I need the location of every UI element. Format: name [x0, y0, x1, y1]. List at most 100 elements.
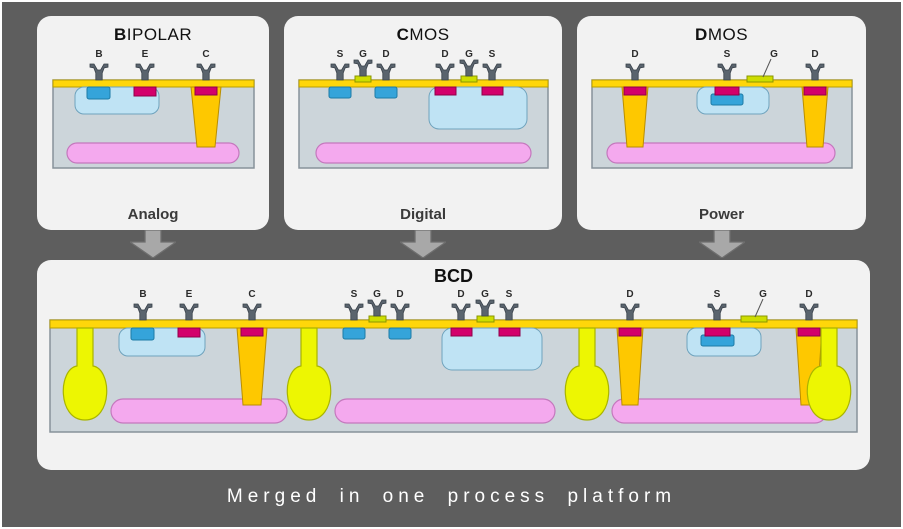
contact-icon [805, 63, 825, 81]
source-region [342, 327, 366, 340]
terminal-label: C [248, 289, 255, 300]
drain-region [388, 327, 412, 340]
buried-layer [334, 398, 556, 424]
gate-electrode [368, 315, 387, 323]
terminal-label: G [481, 289, 489, 300]
terminal-label: G [770, 49, 778, 60]
panel-dmos: DMOS D S G D [577, 16, 866, 230]
panel-bcd: B C D [37, 260, 870, 470]
down-arrow-icon [400, 230, 447, 258]
terminal-label: B [139, 289, 146, 300]
terminal-label: S [714, 289, 721, 300]
down-arrow-digital [284, 230, 562, 260]
source-region [328, 86, 352, 99]
terminal-label: S [351, 289, 358, 300]
isolation-region [564, 327, 610, 421]
drain-region [434, 86, 457, 96]
gate-electrode [354, 75, 372, 83]
category-label-power: Power [699, 206, 745, 223]
title-rest: MOS [409, 25, 450, 44]
bcd-cross-section: B E C S G D D G S D S G D [49, 289, 858, 433]
terminal-label: S [336, 49, 343, 60]
contact-icon [435, 63, 455, 81]
source-region [481, 86, 504, 96]
contact-icon [376, 63, 396, 81]
terminal-label: D [626, 289, 633, 300]
drain-sinker [620, 86, 649, 148]
title-rest: IPOLAR [126, 25, 193, 44]
collector-contact-region [194, 86, 218, 96]
source-region [498, 327, 521, 337]
panel-title-bipolar: BIPOLAR [114, 24, 192, 45]
contact-icon [459, 59, 479, 77]
drain-sinker [616, 327, 644, 406]
contact-icon [89, 63, 109, 81]
device-well [428, 86, 528, 130]
buried-layer [611, 398, 828, 424]
gate-electrode [746, 75, 774, 83]
drain-contact-region [803, 86, 827, 96]
drain-sinker [800, 86, 829, 148]
terminal-label: D [811, 49, 818, 60]
terminal-label: D [805, 289, 812, 300]
terminal-label: D [457, 289, 464, 300]
panel-bipolar: BIPOLAR B E C Analog [37, 16, 270, 230]
down-arrow-power [577, 230, 866, 260]
panel-cmos: CMOS S G D D [284, 16, 563, 230]
contact-icon [482, 63, 502, 81]
buried-layer [314, 142, 532, 164]
source-contact-region [704, 327, 731, 337]
base-region [86, 86, 111, 100]
collector-contact-region [240, 327, 264, 337]
bottom-caption: Merged in one process platform [226, 486, 677, 507]
terminal-label: G [373, 289, 381, 300]
contact-icon [135, 63, 155, 81]
contact-icon [242, 303, 262, 321]
isolation-region [62, 327, 108, 421]
gate-electrode [460, 75, 478, 83]
down-arrow-icon [130, 230, 177, 258]
emitter-region [133, 86, 157, 97]
bcd-title: BCD [434, 266, 473, 286]
gate-leader-line [762, 58, 771, 78]
base-region [130, 327, 155, 341]
contact-icon [196, 63, 216, 81]
gate-leader-line [754, 298, 764, 318]
contact-icon [344, 303, 364, 321]
contact-icon [620, 303, 640, 321]
terminal-label: S [488, 49, 495, 60]
contact-icon [179, 303, 199, 321]
buried-layer [65, 142, 240, 164]
title-lead: C [396, 25, 410, 44]
terminal-label: D [396, 289, 403, 300]
title-lead: D [695, 25, 708, 44]
category-label-analog: Analog [127, 206, 179, 223]
oxide-layer [298, 79, 549, 88]
terminal-label: E [186, 289, 193, 300]
contact-icon [625, 63, 645, 81]
isolation-region [286, 327, 332, 421]
contact-icon [367, 299, 387, 317]
oxide-layer [52, 79, 255, 88]
contact-icon [499, 303, 519, 321]
dmos-cross-section: D S G D [590, 49, 853, 169]
source-contact-region [714, 86, 740, 96]
drain-contact-region [797, 327, 821, 337]
oxide-layer [591, 79, 853, 88]
terminal-label: D [382, 49, 389, 60]
cmos-cross-section: S G D D G S [297, 49, 549, 169]
terminal-label: C [202, 49, 209, 60]
oxide-layer [49, 319, 858, 329]
drain-contact-region [623, 86, 647, 96]
category-label-digital: Digital [400, 206, 447, 223]
contact-icon [390, 303, 410, 321]
gate-electrode [476, 315, 495, 323]
terminal-label: G [359, 49, 367, 60]
terminal-label: S [506, 289, 513, 300]
drain-region [450, 327, 473, 337]
contact-icon [451, 303, 471, 321]
contact-icon [330, 63, 350, 81]
emitter-region [177, 327, 201, 338]
source-region [710, 93, 744, 106]
